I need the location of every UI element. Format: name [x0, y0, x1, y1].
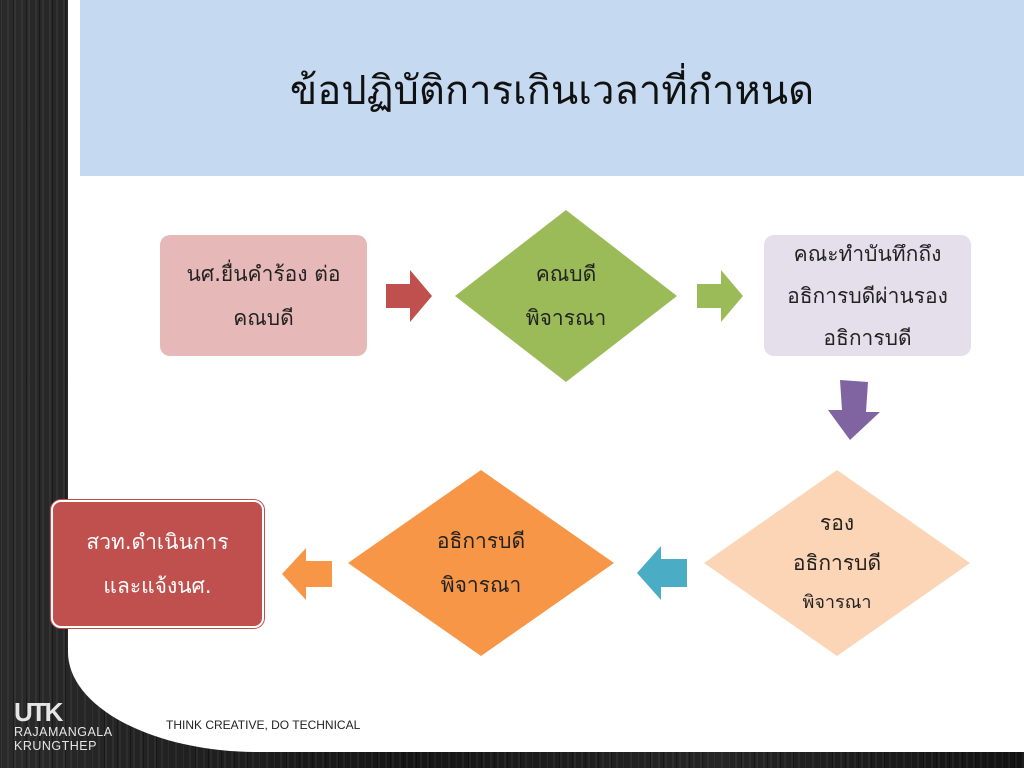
step-submit-request-label: นศ.ยื่นคำร้อง ต่อ คณบดี [186, 261, 341, 330]
tagline: THINK CREATIVE, DO TECHNICAL [166, 718, 361, 732]
step-vice-president-line3: พิจารณา [802, 592, 872, 613]
logo-line-1: RAJAMANGALA [14, 725, 113, 739]
arrow-left-blue-icon [637, 546, 687, 600]
step-memo-box: คณะทำบันทึกถึง อธิการบดีผ่านรอง อธิการบด… [764, 235, 971, 356]
step-president-review-text: อธิการบดี พิจารณา [348, 470, 614, 656]
step-vice-president-review-diamond [704, 470, 970, 656]
step-vice-president-review-text: รอง อธิการบดี พิจารณา [704, 470, 970, 656]
slide-title: ข้อปฏิบัติการเกินเวลาที่กำหนด [289, 68, 815, 114]
step-office-action-box: สวท.ดำเนินการ และแจ้งนศ. [51, 500, 264, 628]
utk-logo-mark: UTK [14, 697, 63, 727]
arrow-down-purple-icon [828, 380, 880, 440]
step-dean-review-diamond [455, 210, 677, 382]
title-band [80, 0, 1024, 176]
utk-logo-text: RAJAMANGALA KRUNGTHEP [14, 725, 113, 753]
step-memo-label: คณะทำบันทึกถึง อธิการบดีผ่านรอง อธิการบด… [787, 241, 948, 350]
arrow-right-green-icon [697, 270, 743, 322]
step-vice-president-line1: รอง [819, 511, 855, 535]
step-submit-request-box: นศ.ยื่นคำร้อง ต่อ คณบดี [160, 235, 367, 356]
step-president-review-label: อธิการบดี พิจารณา [436, 529, 526, 597]
logo-line-2: KRUNGTHEP [14, 739, 97, 753]
arrow-left-orange-icon [282, 548, 332, 600]
step-vice-president-line2: อธิการบดี [792, 551, 882, 575]
step-dean-review-text: คณบดี พิจารณา [455, 210, 677, 382]
arrow-right-red-icon [386, 270, 432, 322]
step-dean-review-label: คณบดี พิจารณา [525, 262, 607, 330]
step-office-action-label: สวท.ดำเนินการ และแจ้งนศ. [86, 530, 229, 598]
step-president-review-diamond [348, 470, 614, 656]
